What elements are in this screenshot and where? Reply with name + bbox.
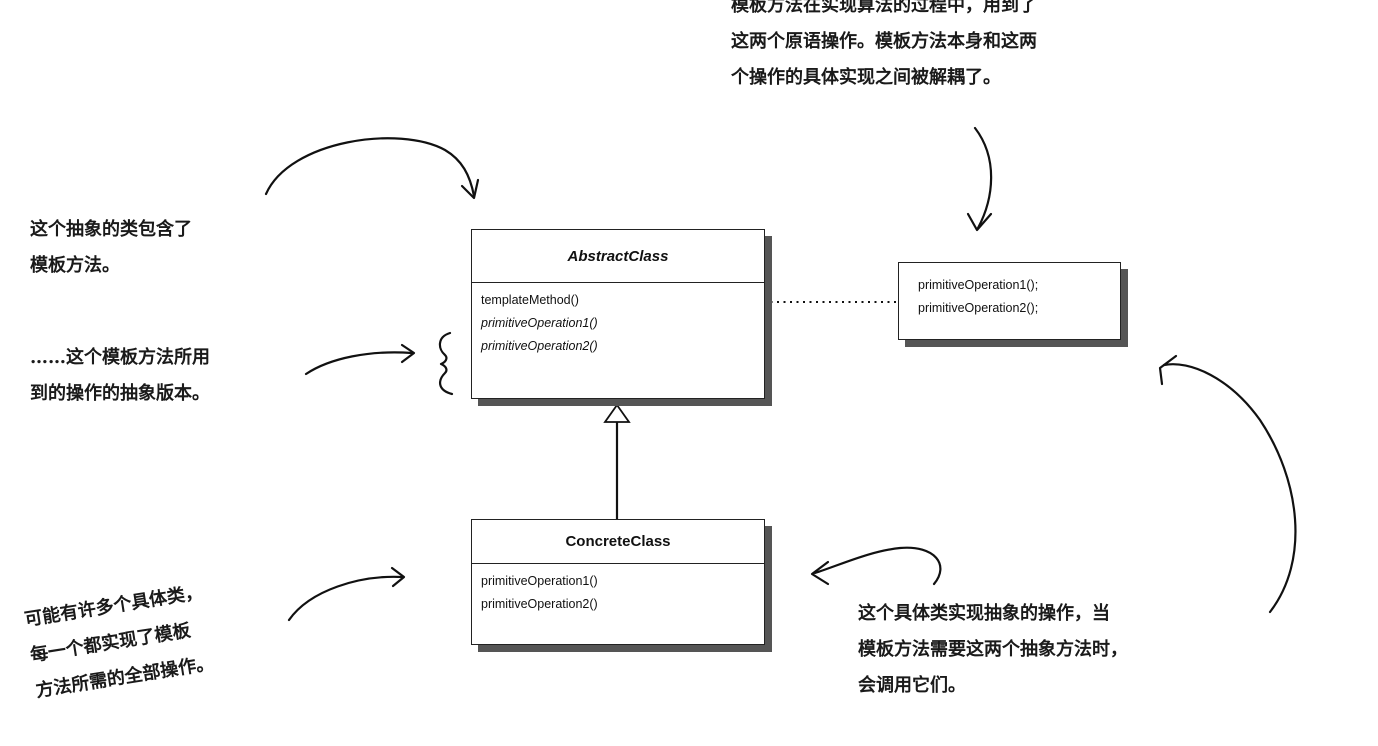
call-primitive-operation-2: primitiveOperation2(); <box>918 301 1039 315</box>
arrow-to-concrete-class <box>287 566 406 622</box>
annotation-template-decoupling: 模板方法在实现算法的过程中，用到了 这两个原语操作。模板方法本身和这两 个操作的… <box>731 0 1037 88</box>
abstract-primitive-operation-1: primitiveOperation1() <box>481 316 598 330</box>
concrete-primitive-operation-1: primitiveOperation1() <box>481 574 598 588</box>
abstract-primitive-operation-2: primitiveOperation2() <box>481 339 598 353</box>
arrow-to-abstract-operations <box>304 343 416 376</box>
arrow-to-concrete-operations <box>810 546 942 586</box>
annotation-primitive-operations: ……这个模板方法所用 到的操作的抽象版本。 <box>30 347 210 404</box>
template-method-body-box: primitiveOperation1(); primitiveOperatio… <box>898 262 1121 340</box>
arrow-to-template-body-from-concrete <box>1158 354 1297 614</box>
arrow-to-template-body <box>966 126 993 232</box>
template-method-body: primitiveOperation1(); primitiveOperatio… <box>899 263 1120 320</box>
arrow-to-abstract-class <box>264 137 480 200</box>
annotation-concrete-operations: 这个具体类实现抽象的操作，当 模板方法需要这两个抽象方法时， 会调用它们。 <box>858 603 1128 696</box>
concrete-class-name: ConcreteClass <box>472 520 764 564</box>
annotation-abstract-class: 这个抽象的类包含了 模板方法。 <box>30 219 192 276</box>
concrete-primitive-operation-2: primitiveOperation2() <box>481 597 598 611</box>
abstract-class-box: AbstractClass templateMethod() primitive… <box>471 229 765 399</box>
brace-abstract-operations <box>438 331 454 396</box>
concrete-class-methods: primitiveOperation1() primitiveOperation… <box>472 564 764 616</box>
concrete-class-box: ConcreteClass primitiveOperation1() prim… <box>471 519 765 645</box>
abstract-class-name: AbstractClass <box>472 230 764 283</box>
abstract-class-methods: templateMethod() primitiveOperation1() p… <box>472 283 764 358</box>
call-primitive-operation-1: primitiveOperation1(); <box>918 278 1039 292</box>
template-method: templateMethod() <box>481 293 579 307</box>
generalization-arrowhead <box>603 403 631 423</box>
